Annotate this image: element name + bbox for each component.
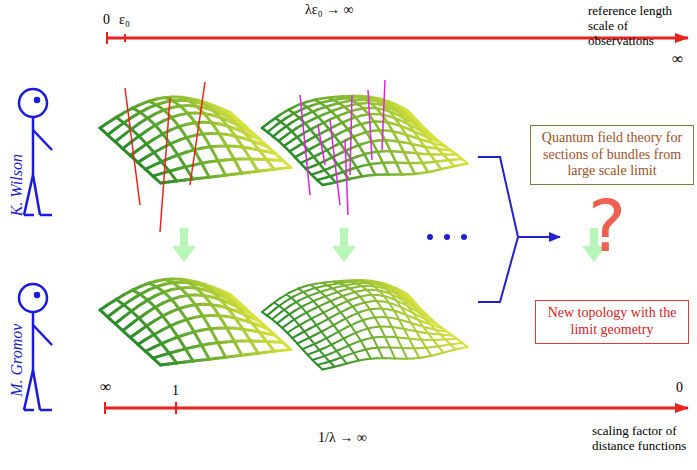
text-box: Quantum field theory for sections of bun…: [530, 125, 694, 185]
axis-label: ?: [588, 190, 626, 262]
bottom-axis: [105, 402, 688, 414]
axis-label: 0: [103, 12, 110, 28]
ellipsis-dots: [427, 234, 467, 240]
box-text: Quantum field theory for sections of bun…: [537, 130, 687, 180]
person-name: K. Wilson: [8, 154, 26, 216]
axis-label: λε₀ → ∞: [305, 2, 354, 18]
axis-label: scaling factor of distance functions: [592, 424, 692, 454]
axis-label: ∞: [672, 50, 683, 68]
person-name: M. Gromov: [8, 323, 26, 396]
axis-label: 0: [676, 380, 683, 396]
down-arrow: [172, 228, 606, 262]
text-box: New topology with the limit geometry: [535, 300, 689, 344]
axis-label: ∞: [100, 378, 111, 396]
mesh-group: [100, 80, 468, 369]
axis-label: reference length scale of observations: [588, 4, 693, 49]
axis-label: ε₀: [119, 12, 130, 28]
box-text: New topology with the limit geometry: [542, 305, 682, 339]
axis-label: 1: [172, 383, 179, 399]
axis-label: 1/λ → ∞: [318, 430, 367, 446]
